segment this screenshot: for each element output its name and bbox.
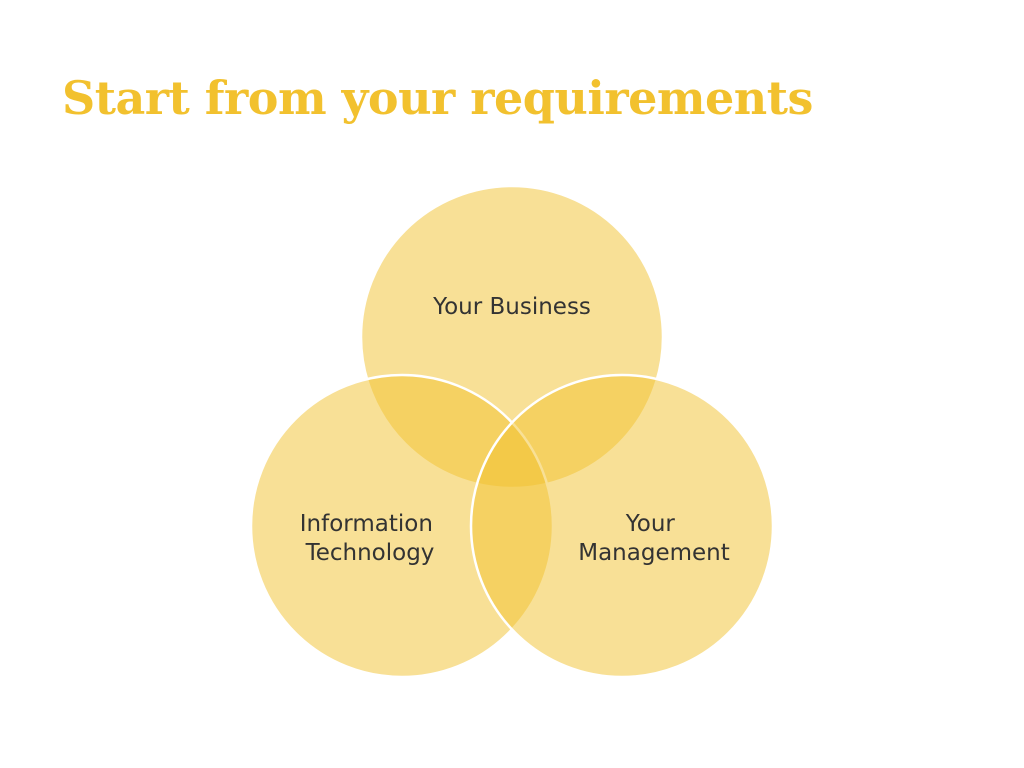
- label-your-management: Your Management: [578, 511, 730, 566]
- circle-your-management: [469, 373, 775, 679]
- label-your-business: Your Business: [432, 294, 591, 320]
- slide-title: Start from your requirements: [62, 71, 813, 125]
- label-information-technology: Information Technology: [300, 511, 440, 566]
